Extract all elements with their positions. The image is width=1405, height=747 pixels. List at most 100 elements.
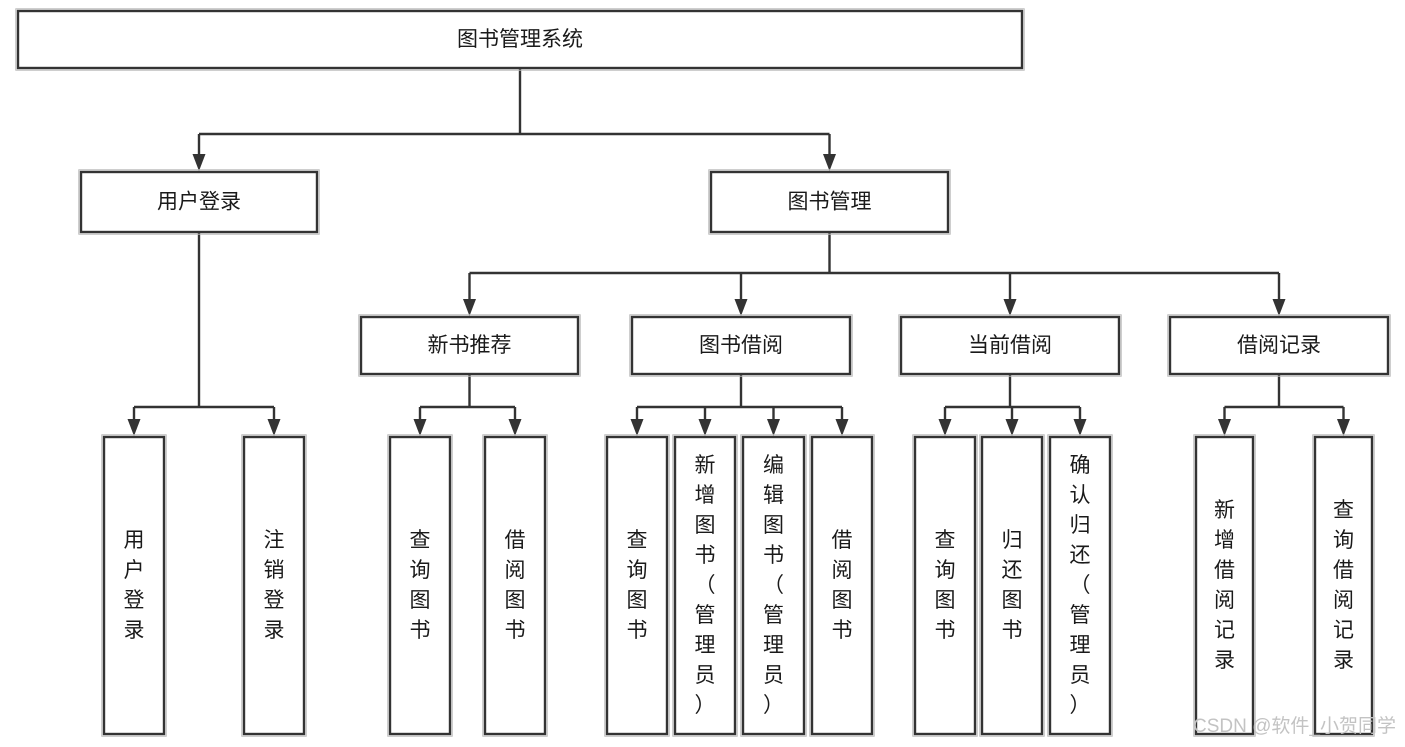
arrow-head-icon (698, 419, 712, 436)
node-box (483, 435, 547, 736)
node-label: 新增借阅记录 (1214, 499, 1235, 672)
node-box (1168, 315, 1390, 376)
node-leaf-cur-return-book[interactable]: 归还图书 (979, 434, 1045, 737)
node-box-halo (101, 434, 167, 737)
node-box-halo (604, 434, 670, 737)
node-box (741, 435, 806, 736)
node-label: 借阅图书 (505, 529, 526, 642)
node-box (1194, 435, 1255, 736)
node-label: 查询借阅记录 (1333, 499, 1354, 672)
arrow-head-icon (1003, 299, 1017, 316)
arrow-head-icon (127, 419, 141, 436)
node-box-halo (1312, 434, 1375, 737)
arrow-head-icon (1272, 299, 1286, 316)
node-box (913, 435, 977, 736)
node-label: 注销登录 (264, 529, 285, 642)
node-box-halo (78, 169, 320, 235)
node-l3-current-borrow[interactable]: 当前借阅 (898, 314, 1122, 377)
node-label: 用户登录 (124, 529, 145, 642)
node-leaf-rec-query-record[interactable]: 查询借阅记录 (1312, 434, 1375, 737)
node-box-halo (740, 434, 807, 737)
node-leaf-borrow-query-book[interactable]: 查询图书 (604, 434, 670, 737)
node-root[interactable]: 图书管理系统 (15, 8, 1025, 71)
node-box (605, 435, 669, 736)
arrow-head-icon (938, 419, 952, 436)
node-box (709, 170, 950, 234)
node-box-halo (979, 434, 1045, 737)
node-box (388, 435, 452, 736)
node-label: 用户登录 (157, 191, 241, 214)
node-box-halo (241, 434, 307, 737)
node-box (630, 315, 852, 376)
node-l3-new-book-rec[interactable]: 新书推荐 (358, 314, 581, 377)
csdn-watermark: CSDN @软件_小贺同学 (1193, 715, 1396, 737)
node-box-halo (15, 8, 1025, 71)
arrow-head-icon (413, 419, 427, 436)
node-box-halo (358, 314, 581, 377)
arrow-head-icon (508, 419, 522, 436)
node-box-halo (672, 434, 738, 737)
node-leaf-rec-query-book[interactable]: 查询图书 (387, 434, 453, 737)
node-box-halo (708, 169, 951, 235)
node-leaf-borrow-edit-book[interactable]: 编辑图书（管理员） (740, 434, 807, 737)
arrow-head-icon (1218, 419, 1231, 436)
node-leaf-borrow-add-book[interactable]: 新增图书（管理员） (672, 434, 738, 737)
node-box-halo (1167, 314, 1391, 377)
node-l3-book-borrow[interactable]: 图书借阅 (629, 314, 853, 377)
node-box (79, 170, 319, 234)
node-box (359, 315, 580, 376)
node-box-halo (1193, 434, 1256, 737)
arrow-head-icon (463, 299, 476, 316)
node-label: 借阅图书 (832, 529, 853, 642)
node-label: 当前借阅 (968, 334, 1052, 357)
node-box-halo (1047, 434, 1113, 737)
node-label: 查询图书 (410, 529, 431, 642)
node-leaf-rec-add-record[interactable]: 新增借阅记录 (1193, 434, 1256, 737)
node-box-halo (482, 434, 548, 737)
node-box (1313, 435, 1374, 736)
node-leaf-rec-borrow-book[interactable]: 借阅图书 (482, 434, 548, 737)
arrow-head-icon (1005, 419, 1019, 436)
node-label: 图书借阅 (699, 334, 783, 357)
arrow-head-icon (734, 299, 748, 316)
node-box-halo (898, 314, 1122, 377)
node-l2-book-manage[interactable]: 图书管理 (708, 169, 951, 235)
node-box-halo (629, 314, 853, 377)
node-label: 图书管理系统 (457, 28, 583, 51)
node-l3-borrow-record[interactable]: 借阅记录 (1167, 314, 1391, 377)
node-label: 新书推荐 (428, 334, 512, 357)
node-box-halo (912, 434, 978, 737)
node-label: 归还图书 (1002, 529, 1023, 642)
arrow-head-icon (823, 154, 836, 171)
arrow-head-icon (192, 154, 206, 171)
node-box (16, 9, 1024, 70)
node-box (899, 315, 1121, 376)
node-box-halo (809, 434, 875, 737)
node-l2-user-login[interactable]: 用户登录 (78, 169, 320, 235)
node-box (673, 435, 737, 736)
arrow-head-icon (267, 419, 281, 436)
connector-layer (127, 68, 1350, 436)
node-label: 新增图书（管理员） (695, 454, 716, 717)
node-box (102, 435, 166, 736)
node-label: 借阅记录 (1237, 334, 1321, 357)
node-leaf-borrow-borrow-book[interactable]: 借阅图书 (809, 434, 875, 737)
arrow-head-icon (1337, 419, 1350, 436)
node-leaf-cur-query-book[interactable]: 查询图书 (912, 434, 978, 737)
node-box (810, 435, 874, 736)
node-box (242, 435, 306, 736)
node-label: 编辑图书（管理员） (763, 454, 784, 717)
node-layer: 图书管理系统用户登录图书管理新书推荐图书借阅当前借阅借阅记录用户登录注销登录查询… (15, 8, 1391, 737)
arrow-head-icon (630, 419, 644, 436)
node-box-halo (387, 434, 453, 737)
node-leaf-cur-confirm-return[interactable]: 确认归还（管理员） (1047, 434, 1113, 737)
arrow-head-icon (835, 419, 849, 436)
arrow-head-icon (1073, 419, 1087, 436)
arrow-head-icon (767, 419, 780, 436)
node-leaf-user-login[interactable]: 用户登录 (101, 434, 167, 737)
node-box (1048, 435, 1112, 736)
node-leaf-user-logout[interactable]: 注销登录 (241, 434, 307, 737)
node-label: 确认归还（管理员） (1070, 454, 1091, 717)
